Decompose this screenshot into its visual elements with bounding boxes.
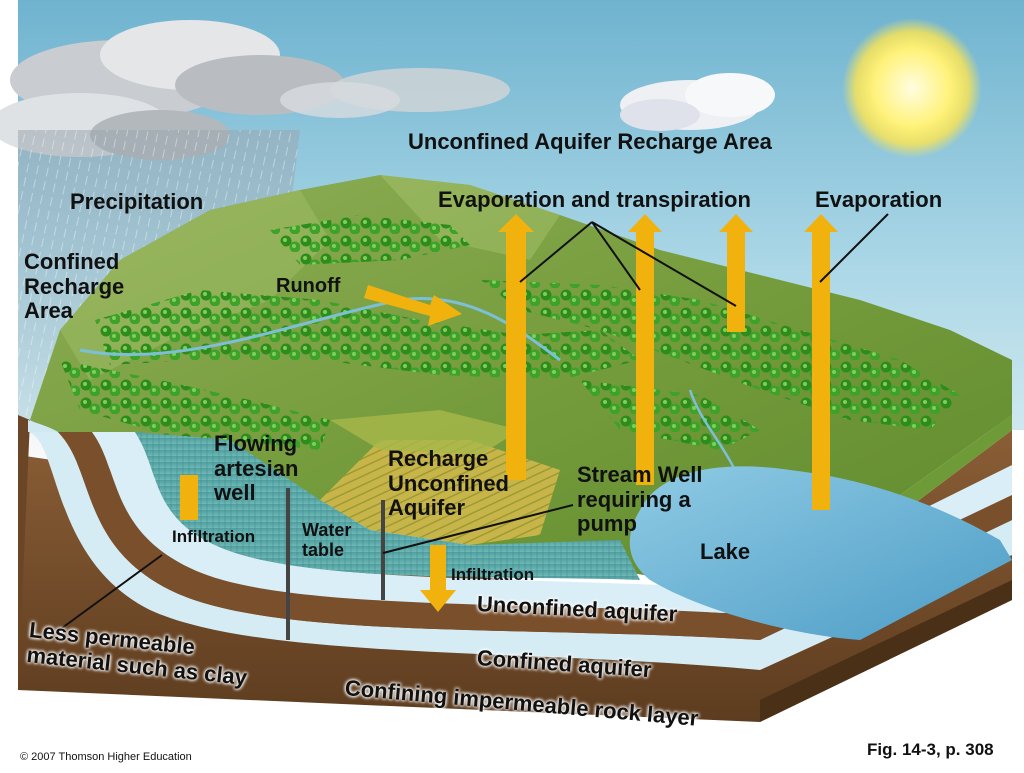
runoff-arrow (364, 285, 462, 326)
infiltration-arrow-left (180, 475, 198, 520)
evaporation-label: Evaporation (815, 187, 943, 212)
forest (60, 215, 960, 470)
evap-arrows (498, 214, 838, 510)
infiltration-arrow-mid (420, 545, 456, 612)
water-table-label: Water table (302, 520, 352, 561)
flowing-artesian-label: Flowing artesian well (214, 431, 299, 506)
infiltration-left-label: Infiltration (172, 527, 256, 546)
copyright-text: © 2007 Thomson Higher Education (20, 751, 192, 763)
infiltration-mid-label: Infiltration (451, 565, 535, 584)
sun (842, 18, 982, 158)
leader-lines (61, 213, 889, 629)
precipitation-label: Precipitation (70, 189, 204, 214)
figure-caption: Fig. 14-3, p. 308 (867, 740, 994, 759)
evap-transpiration-label: Evaporation and transpiration (438, 187, 751, 212)
left-edge-water (28, 420, 58, 432)
stream-well-label: Stream Well requiring a pump (577, 462, 703, 537)
saturated-zone (135, 432, 640, 580)
recharge-unconfined-label: Recharge Unconfined Aquifer (388, 446, 509, 521)
lake-label: Lake (700, 539, 751, 564)
lake (629, 466, 1012, 640)
runoff-label: Runoff (276, 275, 341, 297)
farm-field (320, 440, 560, 545)
confined-recharge-label: Confined Recharge Area (24, 249, 125, 324)
small-cloud (620, 73, 775, 131)
title-label: Unconfined Aquifer Recharge Area (408, 129, 772, 154)
